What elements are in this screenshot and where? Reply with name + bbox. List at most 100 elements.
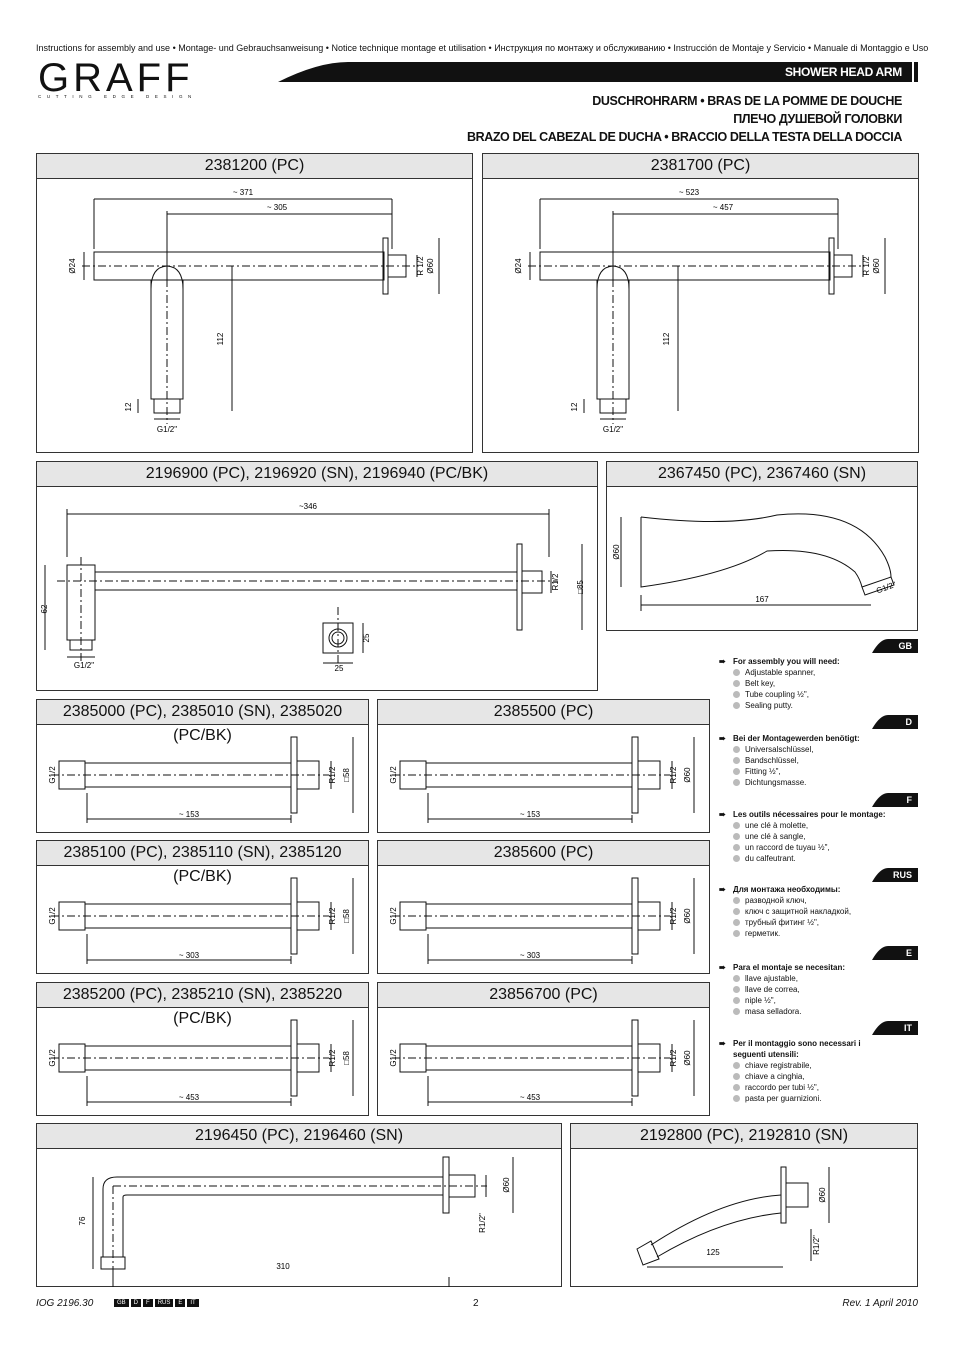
dim-arm-length: ~ 457 (713, 203, 734, 212)
dim-tube-diameter: Ø24 (68, 258, 77, 274)
dim-drop: 112 (662, 332, 671, 345)
dim-length: ~ 303 (520, 951, 541, 960)
dim-inlet-thread: G1/2 (389, 1049, 398, 1067)
arrow-icon: ➠ (719, 810, 726, 819)
dim-thread: R1/2" (812, 1235, 821, 1255)
drawing-2385500: G1/2 R1/2 Ø60 ~ 153 (378, 725, 709, 832)
instructions-line: Instructions for assembly and use • Mont… (36, 43, 929, 53)
dim-height: 62 (40, 604, 49, 613)
drawing-2367450: Ø60 167 G1/2" (607, 487, 917, 630)
dim-outlet-thread: G1/2" (603, 425, 623, 434)
dim-thread: R1/2 (328, 766, 337, 783)
dim-length: ~ 453 (179, 1093, 200, 1102)
dim-thread: R1/2 (328, 1049, 337, 1066)
subtitle-ru: ПЛЕЧО ДУШЕВОЙ ГОЛОВКИ (733, 112, 902, 126)
revision: Rev. 1 April 2010 (842, 1298, 918, 1309)
logo-tagline: CUTTING EDGE DESIGN (38, 94, 197, 99)
dim-diameter: Ø60 (612, 544, 621, 560)
lang-tag: E (175, 1299, 186, 1307)
dim-flange-diameter: Ø60 (872, 258, 881, 274)
subtitle-de-fr: DUSCHROHRARM • BRAS DE LA POMME DE DOUCH… (592, 94, 902, 108)
tools-e: ➠Para el montaje se necesitan: llave aju… (719, 962, 923, 1017)
panel-2381700: 2381700 (PC) ~ 523 (482, 153, 919, 453)
dim-flange: □58 (342, 909, 351, 923)
panel-title: 2385100 (PC), 2385110 (SN), 2385120 (PC/… (37, 841, 368, 885)
dim-thread-length: 12 (124, 402, 133, 411)
dim-thread-length: 12 (570, 402, 579, 411)
dim-outlet-thread: G1/2" (875, 580, 897, 595)
dim-arm-length: ~ 305 (267, 203, 288, 212)
tools-gb: ➠For assembly you will need: Adjustable … (719, 656, 923, 711)
dim-length: ~ 303 (179, 951, 200, 960)
panel-title: 2385500 (PC) (378, 700, 709, 725)
lang-tag-d: D (872, 715, 918, 729)
dim-drop: 112 (216, 332, 225, 345)
dim-inlet-thread: G1/2 (389, 766, 398, 784)
lang-tag: F (143, 1299, 153, 1307)
lang-tag-f: F (872, 793, 918, 807)
lang-tag: IT (187, 1299, 199, 1307)
dim-square-height: 25 (362, 633, 371, 642)
dim-flange: Ø60 (683, 908, 692, 924)
dim-length: 167 (755, 595, 769, 604)
panel-23856700: 23856700 (PC) G1/2 R1/2 Ø60 ~ 453 (377, 982, 710, 1116)
panel-2385000: 2385000 (PC), 2385010 (SN), 2385020 (PC/… (36, 699, 369, 833)
dim-length: ~ 453 (520, 1093, 541, 1102)
dim-thread: R 1/2 (416, 256, 425, 276)
title-end-bar (914, 62, 918, 82)
arrow-icon: ➠ (719, 963, 726, 972)
panel-2367450: 2367450 (PC), 2367460 (SN) Ø60 167 G1/2" (606, 461, 918, 631)
panel-title: 2385600 (PC) (378, 841, 709, 866)
lang-tag: GB (114, 1299, 129, 1307)
tools-rus: ➠Для монтажа необходимы: разводной ключ,… (719, 884, 923, 939)
dim-outlet-thread: G1/2" (74, 661, 94, 670)
drawing-23856700: G1/2 R1/2 Ø60 ~ 453 (378, 1008, 709, 1115)
drawing-2385100: G1/2 R1/2 □58 ~ 303 (37, 866, 368, 973)
panel-title: 23856700 (PC) (378, 983, 709, 1008)
lang-tag: RUS (154, 1299, 174, 1307)
dim-outlet-thread: G1/2" (157, 425, 177, 434)
dim-square-width: 25 (335, 664, 344, 673)
arrow-icon: ➠ (719, 734, 726, 743)
dim-flange: □58 (342, 1051, 351, 1065)
subtitle-es-it: BRAZO DEL CABEZAL DE DUCHA • BRACCIO DEL… (466, 130, 902, 144)
lang-tag-it: IT (872, 1021, 918, 1035)
lang-tag-gb: GB (872, 639, 918, 653)
drawing-2385200: G1/2 R1/2 □58 ~ 453 (37, 1008, 368, 1115)
drawing-2385000: G1/2 R1/2 □58 ~ 153 (37, 725, 368, 832)
dim-thread: R1/2" (478, 1213, 487, 1233)
panel-title: 2385000 (PC), 2385010 (SN), 2385020 (PC/… (37, 700, 368, 744)
panel-title: 2385200 (PC), 2385210 (SN), 2385220 (PC/… (37, 983, 368, 1027)
dim-thread: R1/2 (669, 907, 678, 924)
dim-flange-square: □85 (576, 580, 585, 594)
tools-f: ➠Les outils nécessaires pour le montage:… (719, 809, 923, 864)
dim-length: 310 (276, 1262, 290, 1271)
dim-tube-diameter: Ø24 (514, 258, 523, 274)
drawing-2381700: ~ 523 ~ 457 Ø24 R 1/2 Ø60 112 12 G1/2" (483, 179, 918, 452)
page-number: 2 (473, 1298, 479, 1309)
panel-2385600: 2385600 (PC) G1/2 R1/2 Ø60 ~ 303 (377, 840, 710, 974)
arrow-icon: ➠ (719, 885, 726, 894)
panel-2192800: 2192800 (PC), 2192810 (SN) Ø60 R1/2" 125 (570, 1123, 918, 1287)
panel-title: 2381200 (PC) (37, 154, 472, 179)
tools-it: ➠Per il montaggio sono necessari i segue… (719, 1038, 873, 1104)
dim-flange: Ø60 (683, 1050, 692, 1066)
graff-logo: GRAFF (38, 56, 194, 100)
dim-flange-diameter: Ø60 (426, 258, 435, 274)
doc-code: IOG 2196.30 (36, 1298, 94, 1309)
dim-thread: R1/2 (551, 573, 560, 590)
drawing-2385600: G1/2 R1/2 Ø60 ~ 303 (378, 866, 709, 973)
panel-2381200: 2381200 (PC) ~ 371 (36, 153, 473, 453)
dim-height: 76 (78, 1216, 87, 1225)
panel-title: 2196900 (PC), 2196920 (SN), 2196940 (PC/… (37, 462, 597, 487)
lang-tag-rus: RUS (872, 868, 918, 882)
drawing-2196900: ~346 62 G1/2" R1/2 □85 25 25 (37, 487, 597, 690)
dim-thread: R1/2 (669, 1049, 678, 1066)
drawing-2196450: 76 R1/2" Ø60 310 (37, 1149, 561, 1287)
dim-flange: □58 (342, 768, 351, 782)
panel-2385500: 2385500 (PC) G1/2 R1/2 Ø60 ~ 153 (377, 699, 710, 833)
tools-d: ➠Bei der Montagewerden benötigt: Univers… (719, 733, 923, 788)
dim-flange: Ø60 (683, 767, 692, 783)
drawing-2192800: Ø60 R1/2" 125 (571, 1149, 917, 1286)
